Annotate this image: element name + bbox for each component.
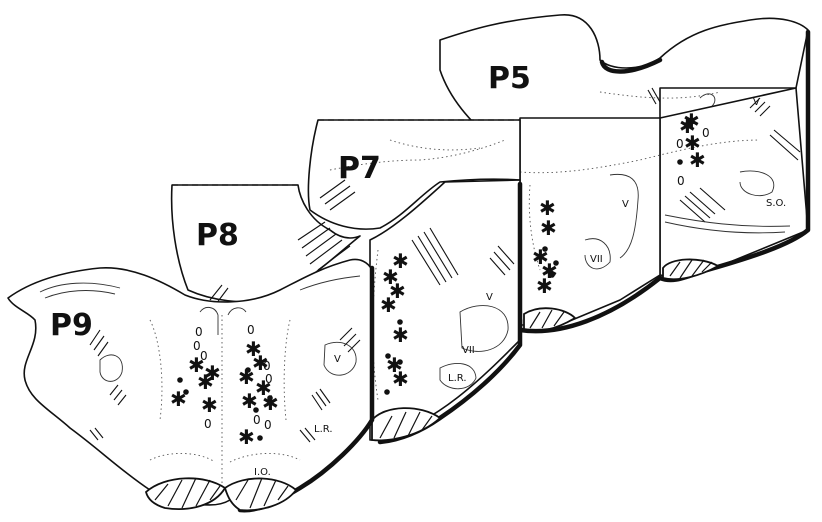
marker-dot: [385, 353, 391, 359]
marker-star: ✱: [536, 274, 553, 298]
p7-label: P7: [338, 151, 381, 186]
marker-dot: [267, 395, 273, 401]
p5-nucleus-so: S.O.: [766, 198, 786, 209]
marker-star: ✱: [392, 323, 409, 347]
marker-open: 0: [676, 137, 684, 151]
marker-dot: [397, 359, 403, 365]
marker-dot: [677, 159, 683, 165]
marker-star: ✱: [262, 391, 279, 415]
marker-open: 0: [702, 126, 710, 140]
marker-dot: [549, 272, 555, 278]
marker-dot: [177, 377, 183, 383]
marker-dot: [542, 246, 548, 252]
p5-nucleus-v: V: [622, 199, 629, 210]
marker-star: ✱: [392, 367, 409, 391]
marker-star: ✱: [201, 393, 218, 417]
marker-star: ✱: [380, 293, 397, 317]
p8-label: P8: [196, 218, 239, 253]
marker-open: 0: [264, 418, 272, 432]
marker-open: 0: [195, 325, 203, 339]
marker-dot: [553, 260, 559, 266]
p9-nucleus-v: V: [334, 354, 341, 365]
marker-dot: [253, 407, 259, 413]
p7-nucleus-vii: VII: [462, 345, 475, 356]
p5-nucleus-vii: VII: [590, 254, 603, 265]
marker-star: ✱: [679, 114, 696, 138]
p9-nucleus-lr: L.R.: [314, 424, 333, 435]
marker-dot: [183, 389, 189, 395]
marker-dot: [384, 389, 390, 395]
marker-dot: [245, 367, 251, 373]
p5-label: P5: [488, 61, 531, 96]
marker-open: 0: [263, 359, 271, 373]
marker-open: 0: [253, 413, 261, 427]
section-p9: P9 V L.R. I.O. 0 0 0 ✱ ✱ ✱ ✱ ✱ 0 0 ✱ ✱ ✱…: [8, 259, 372, 510]
marker-star: ✱: [540, 216, 557, 240]
marker-star: ✱: [238, 425, 255, 449]
p9-nucleus-io: I.O.: [254, 467, 271, 478]
p5-nucleus-v-right: V: [753, 97, 760, 108]
p9-label: P9: [50, 308, 93, 343]
marker-open: 0: [677, 174, 685, 188]
marker-star: ✱: [689, 148, 706, 172]
marker-star: ✱: [204, 361, 221, 385]
marker-open: 0: [204, 417, 212, 431]
marker-open: 0: [265, 372, 273, 386]
marker-dot: [397, 319, 403, 325]
marker-open: 0: [247, 323, 255, 337]
p9-brainstem-outline: [8, 259, 372, 505]
p7-nucleus-lr: L.R.: [448, 373, 467, 384]
marker-dot: [257, 435, 263, 441]
p7-nucleus-v: V: [486, 292, 493, 303]
